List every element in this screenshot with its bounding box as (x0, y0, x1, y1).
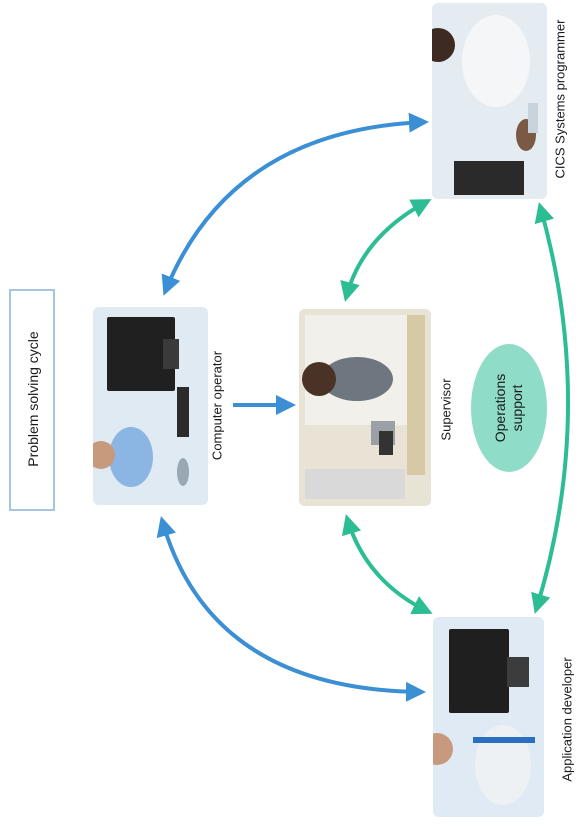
computer-operator-illustration (93, 307, 208, 505)
arrow-supervisor-developer (341, 514, 433, 615)
computer-operator-label: Computer operator (209, 350, 225, 461)
operations-support-label: Operations support (492, 350, 526, 466)
cics-programmer-illustration (432, 3, 547, 199)
ops-line-2: support (509, 384, 525, 432)
title-box: Problem solving cycle (9, 289, 55, 511)
supervisor-photo (299, 309, 431, 506)
arrow-operator-developer (156, 516, 426, 702)
computer-operator-photo (93, 307, 208, 505)
arrow-operator-cics (161, 112, 429, 296)
application-developer-photo (433, 617, 544, 817)
application-developer-label: Application developer (559, 657, 575, 782)
cics-programmer-photo (432, 3, 547, 199)
arrow-supervisor-cics (340, 199, 432, 302)
cics-programmer-label: CICS Systems programmer (552, 19, 568, 179)
ops-line-1: Operations (492, 373, 508, 443)
operations-support-node: Operations support (471, 344, 547, 472)
application-developer-illustration (433, 617, 544, 817)
supervisor-illustration (299, 309, 431, 506)
diagram-title: Problem solving cycle (25, 331, 41, 467)
supervisor-label: Supervisor (438, 378, 454, 441)
